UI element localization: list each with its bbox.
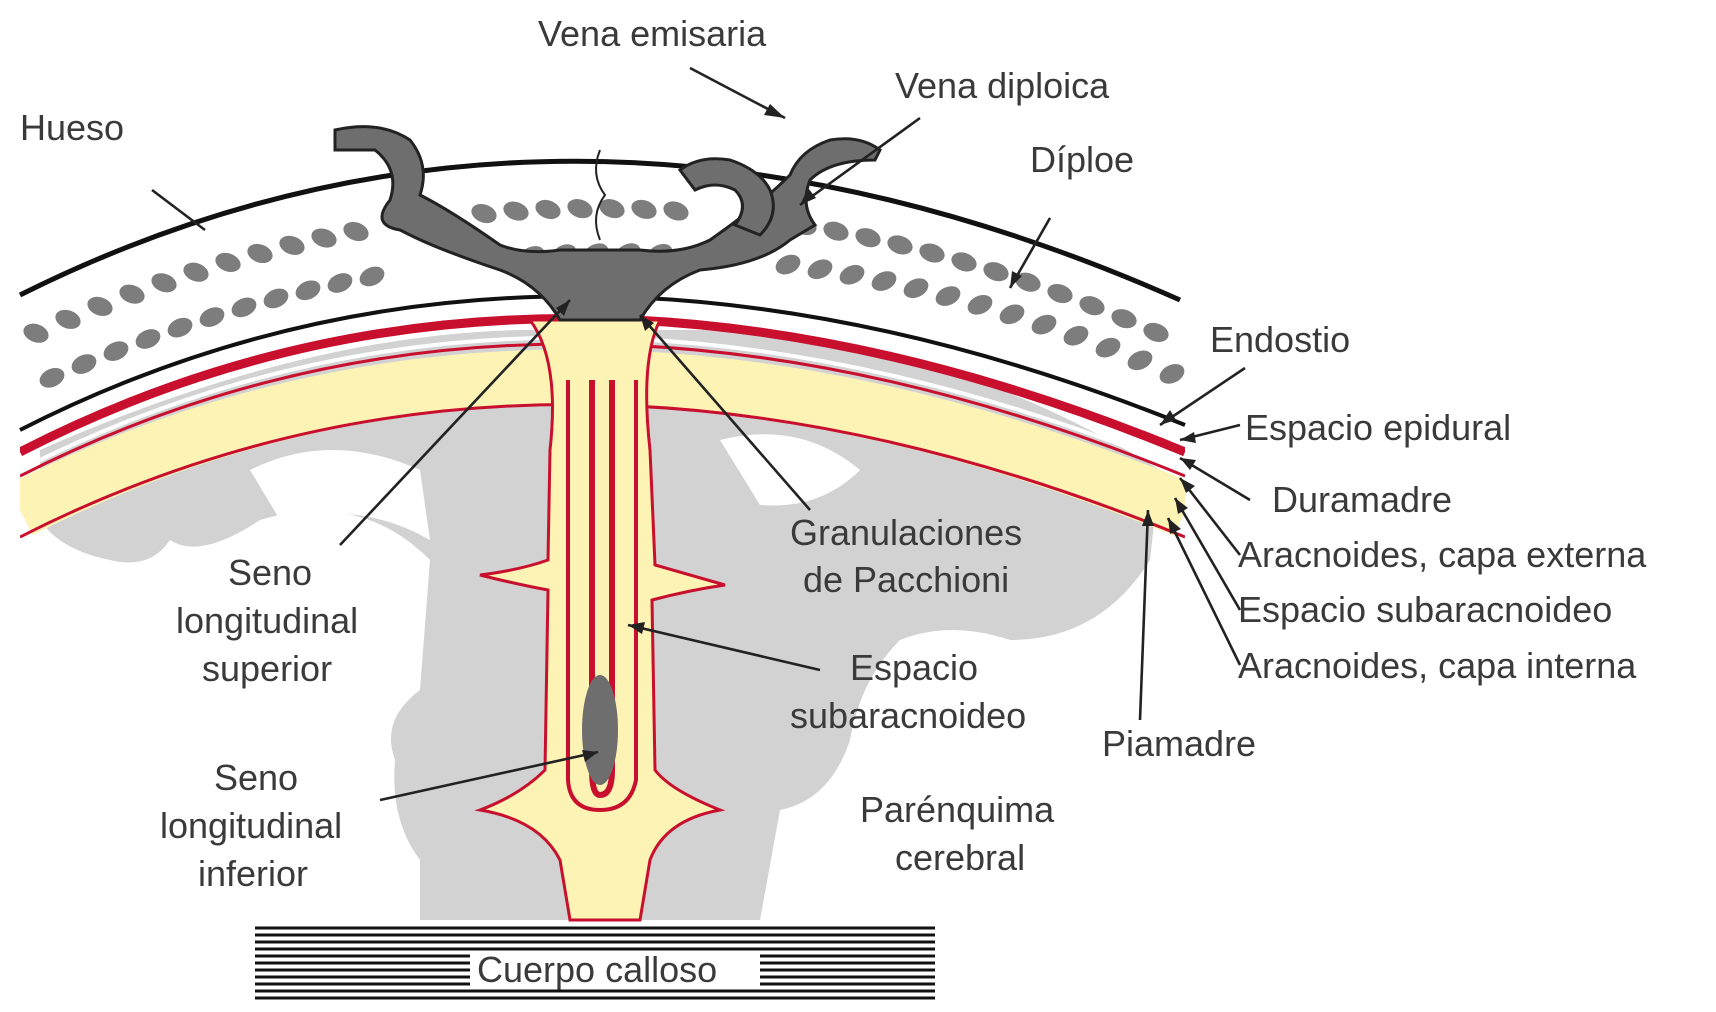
- diploe-dot: [917, 240, 948, 266]
- diploe-dot: [117, 281, 148, 307]
- diploe-dot: [277, 232, 308, 258]
- diploe-dot: [68, 350, 99, 377]
- diploe-dot: [1141, 320, 1172, 346]
- diploe-dot: [53, 306, 84, 332]
- diploe-dot: [501, 198, 532, 224]
- label-vena-emisaria: Vena emisaria: [538, 13, 767, 54]
- label-diploe: Díploe: [1030, 139, 1134, 180]
- diploe-dot: [868, 267, 899, 294]
- diploe-dot: [196, 303, 227, 330]
- label-duramadre: Duramadre: [1272, 479, 1452, 520]
- diploe-dot: [1045, 281, 1076, 307]
- diploe-dot: [900, 275, 931, 302]
- diploe-dot: [1092, 334, 1123, 361]
- diploe-dot: [821, 218, 852, 244]
- diploe-dot: [661, 198, 692, 224]
- diploe-dot: [181, 259, 212, 285]
- diploe-dot: [964, 291, 995, 318]
- label-hueso: Hueso: [20, 107, 124, 148]
- diploe-dot: [1124, 347, 1155, 374]
- diploe-dot: [981, 259, 1012, 285]
- label-piamadre: Piamadre: [1102, 723, 1256, 764]
- label-seno-superior-3: superior: [202, 648, 332, 689]
- diploe-dot: [149, 270, 180, 296]
- diploe-dot: [245, 241, 276, 267]
- diploe-dot: [85, 293, 116, 319]
- diploe-dot: [885, 232, 916, 258]
- diploe-dot: [36, 364, 67, 391]
- diploe-dot: [853, 225, 884, 251]
- diploe-dot: [164, 314, 195, 341]
- label-seno-inferior-2: longitudinal: [160, 805, 342, 846]
- diploe-dot: [309, 225, 340, 251]
- diploe-dot: [996, 301, 1027, 328]
- label-espacio-sub-center-1: Espacio: [850, 647, 978, 688]
- diploe-dot: [772, 251, 803, 278]
- superior-sagittal-sinus: [335, 127, 880, 320]
- label-aracnoides-interna: Aracnoides, capa interna: [1238, 645, 1637, 686]
- diploe-dot: [1109, 306, 1140, 332]
- diploe-dot: [324, 269, 355, 296]
- label-espacio-subaracnoideo-right: Espacio subaracnoideo: [1238, 589, 1612, 630]
- diploe-dot: [949, 249, 980, 275]
- label-granulaciones-1: Granulaciones: [790, 512, 1022, 553]
- diploe-dot: [533, 197, 564, 223]
- label-parenquima-2: cerebral: [895, 837, 1025, 878]
- label-seno-superior-1: Seno: [228, 552, 312, 593]
- diploe-dot: [260, 285, 291, 312]
- diploe-dot: [21, 320, 52, 346]
- label-seno-inferior-1: Seno: [214, 757, 298, 798]
- diploe-dot: [1060, 322, 1091, 349]
- label-espacio-epidural: Espacio epidural: [1245, 407, 1511, 448]
- diploe-dot: [228, 294, 259, 321]
- diploe-dot: [836, 261, 867, 288]
- label-aracnoides-externa: Aracnoides, capa externa: [1238, 534, 1647, 575]
- diploe-dot: [1077, 293, 1108, 319]
- label-espacio-sub-center-2: subaracnoideo: [790, 695, 1026, 736]
- diploe-dot: [132, 325, 163, 352]
- diploe-dot: [804, 256, 835, 283]
- diploe-dot: [213, 250, 244, 276]
- label-granulaciones-2: de Pacchioni: [803, 559, 1009, 600]
- diploe-dot: [565, 196, 596, 222]
- label-seno-inferior-3: inferior: [198, 853, 308, 894]
- label-cuerpo-calloso: Cuerpo calloso: [477, 949, 717, 990]
- diploe-dot: [292, 277, 323, 304]
- diploe-dot: [629, 196, 660, 222]
- diploe-dot: [356, 263, 387, 290]
- diploe-dot: [1028, 311, 1059, 338]
- diploe-dot: [341, 219, 372, 245]
- label-seno-superior-2: longitudinal: [176, 600, 358, 641]
- label-vena-diploica: Vena diploica: [895, 65, 1110, 106]
- diploe-dot: [100, 337, 131, 364]
- diploe-dot: [469, 201, 500, 227]
- diploe-dot: [1156, 360, 1187, 387]
- diploe-dot: [932, 282, 963, 309]
- label-parenquima-1: Parénquima: [860, 789, 1055, 830]
- label-endostio: Endostio: [1210, 319, 1350, 360]
